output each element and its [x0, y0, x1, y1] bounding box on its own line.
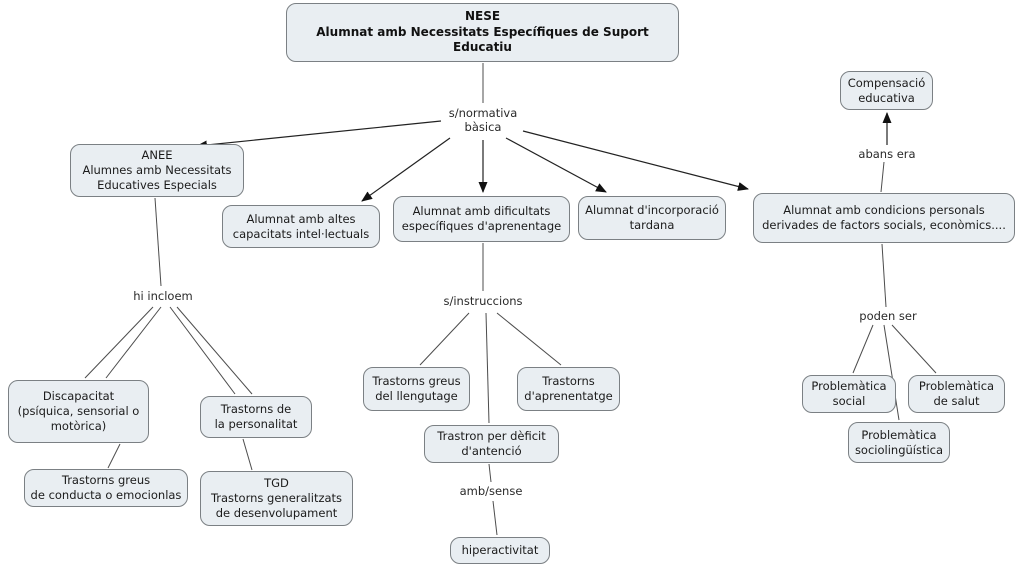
link-instruccions-aprenentatge [496, 312, 562, 366]
node-problematica-sociolinguistica[interactable]: Problemàtica sociolingüística [848, 422, 950, 463]
link-deficit-ambsense [488, 463, 492, 483]
link-hiincloem-discapacitat-a [84, 306, 154, 379]
node-aprenentatge[interactable]: Trastorns d'aprenentatge [517, 367, 620, 411]
link-label-instruccions[interactable]: s/instruccions [443, 294, 523, 308]
node-problematica-social[interactable]: Problemàtica social [802, 375, 896, 413]
link-hiincloem-discapacitat-b [105, 306, 162, 379]
link-hiincloem-personalitat-b [176, 306, 253, 395]
link-podenser-salut [891, 324, 937, 374]
node-llengutage[interactable]: Trastorns greus del llengutage [363, 367, 470, 411]
link-condicions-podenser [881, 243, 887, 308]
arrow-normativa-incorporacio [505, 137, 607, 193]
link-label-normativa[interactable]: s/normativa bàsica [448, 106, 518, 135]
link-label-amb-sense[interactable]: amb/sense [459, 484, 523, 498]
arrow-normativa-altes [361, 137, 451, 202]
link-label-hi-incloem[interactable]: hi incloem [133, 289, 193, 303]
node-deficit-atencio[interactable]: Trastron per dèficit d'antenció [424, 425, 559, 463]
node-discapacitat[interactable]: Discapacitat (psíquica, sensorial o motò… [8, 380, 149, 443]
node-tgd[interactable]: TGD Trastorns generalitzats de desenvolu… [200, 471, 353, 526]
node-conducta[interactable]: Trastorns greus de conducta o emocionlas [24, 469, 188, 507]
arrow-normativa-condicions [522, 130, 749, 191]
link-anee-hiincloem [154, 197, 162, 287]
link-podenser-social [852, 324, 874, 374]
node-anee[interactable]: ANEE Alumnes amb Necessitats Educatives … [70, 144, 244, 197]
link-hiincloem-personalitat-a [169, 306, 236, 395]
node-nese[interactable]: NESE Alumnat amb Necessitats Específique… [286, 3, 679, 62]
node-personalitat[interactable]: Trastorns de la personalitat [200, 396, 312, 438]
link-instruccions-deficit [485, 312, 490, 424]
node-condicions[interactable]: Alumnat amb condicions personals derivad… [753, 193, 1015, 243]
link-instruccions-llengutage [419, 312, 470, 366]
node-problematica-salut[interactable]: Problemàtica de salut [908, 375, 1005, 413]
link-discapacitat-conducta [107, 443, 121, 469]
node-dificultats[interactable]: Alumnat amb dificultats específiques d'a… [393, 196, 570, 242]
node-compensacio[interactable]: Compensació educativa [840, 71, 933, 110]
arrow-normativa-anee [196, 120, 442, 150]
link-condicions-abansera [880, 161, 885, 193]
node-hiperactivitat[interactable]: hiperactivitat [450, 537, 550, 564]
link-ambsense-hiperactivitat [492, 500, 498, 536]
link-label-poden-ser[interactable]: poden ser [859, 309, 917, 323]
link-label-abans-era[interactable]: abans era [858, 147, 916, 161]
link-podenser-sociolinguistica [883, 324, 900, 421]
node-incorporacio[interactable]: Alumnat d'incorporació tardana [578, 196, 726, 240]
link-personalitat-tgd [242, 438, 253, 471]
node-altes-capacitats[interactable]: Alumnat amb altes capacitats intel·lectu… [222, 205, 380, 248]
